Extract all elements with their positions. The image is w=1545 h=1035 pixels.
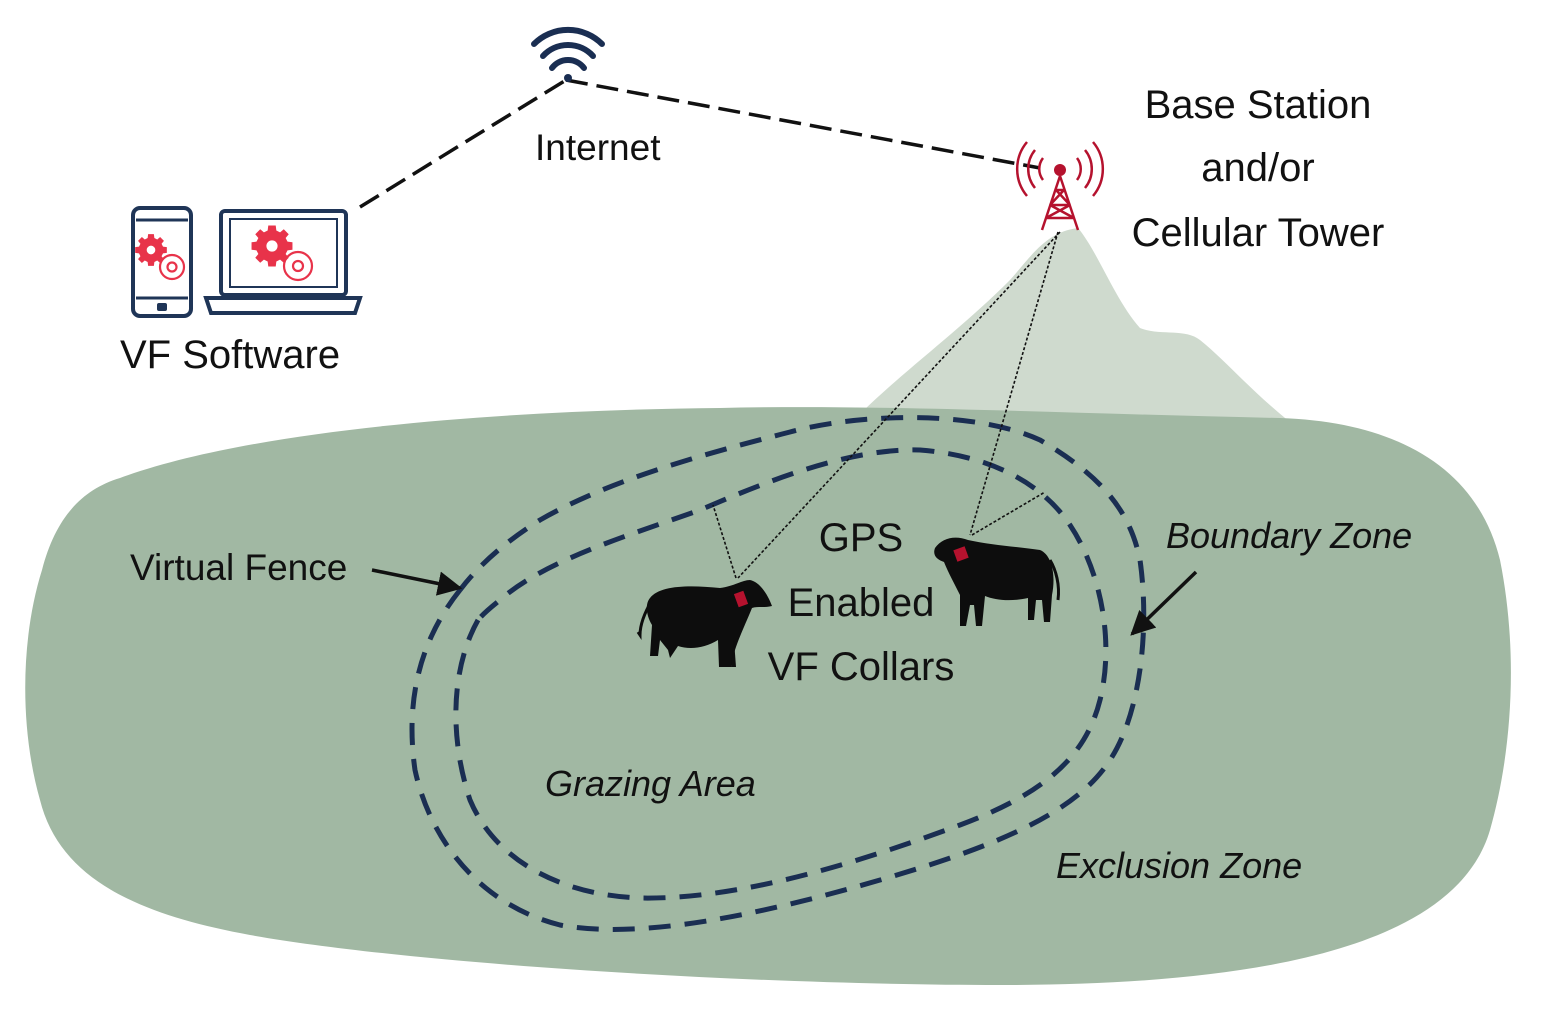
grazing-area-label: Grazing Area [545,763,756,804]
smartphone-icon [131,206,193,318]
boundary-zone-label: Boundary Zone [1166,515,1412,556]
vf-software-label: VF Software [120,333,340,377]
virtual-fence-inner [453,447,1109,901]
internet-label: Internet [535,127,661,168]
gps-collar-icon [953,546,969,562]
gear-icon [251,225,293,267]
gps-label-line1: GPS [819,516,903,560]
cow-icon [934,537,1060,626]
base-station-label-line3: Cellular Tower [1132,211,1385,255]
base-station-label-line1: Base Station [1145,83,1372,127]
mountain [862,228,1290,422]
boundary-zone-arrow [1130,570,1198,636]
signal-cow1-fence [712,504,737,579]
gps-collar-icon [733,590,749,608]
gps-label-line2: Enabled [788,581,935,625]
virtual-fence-label: Virtual Fence [130,547,347,588]
gps-label-line3: VF Collars [768,645,955,689]
signal-tower-cow1 [737,231,1061,579]
signal-cow2-fence [971,491,1046,536]
base-station-label-line2: and/or [1201,146,1314,190]
virtual-fence-outer [409,415,1147,932]
signal-tower-cow2 [969,231,1059,536]
link-software-internet [359,78,567,209]
gear-icon [135,234,167,266]
cell-tower-icon [1016,141,1104,231]
link-internet-tower [565,78,1041,170]
exclusion-zone-label: Exclusion Zone [1056,845,1302,886]
virtual-fence-arrow [371,568,463,596]
pasture-field [25,407,1511,985]
wifi-icon [531,26,605,82]
laptop-icon [203,209,363,315]
